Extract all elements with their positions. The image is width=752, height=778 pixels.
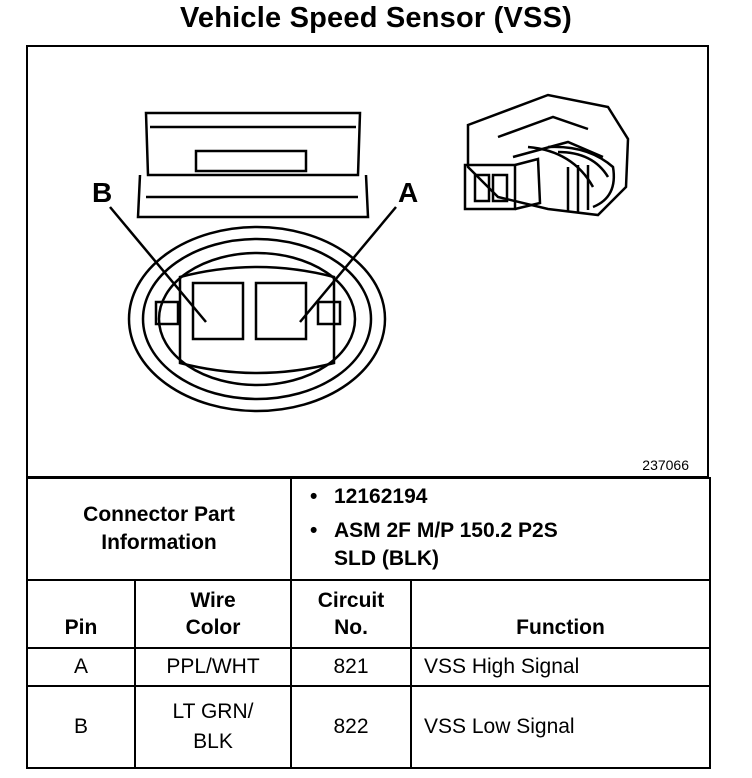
wire-color-cell: LT GRN/ BLK bbox=[134, 685, 292, 769]
table-row: A PPL/WHT 821 VSS High Signal bbox=[26, 647, 711, 687]
table-row: B LT GRN/ BLK 822 VSS Low Signal bbox=[26, 685, 711, 769]
pin-cell: B bbox=[26, 685, 136, 769]
connector-face-drawing: B A bbox=[92, 93, 630, 413]
header-circuit-no: Circuit No. bbox=[290, 579, 412, 649]
pin-table-header: Pin Wire Color Circuit No. Function bbox=[26, 579, 711, 649]
function-cell: VSS High Signal bbox=[410, 647, 711, 687]
connector-info-table: Connector Part Information 12162194 ASM … bbox=[26, 477, 711, 769]
header-function: Function bbox=[410, 579, 711, 649]
header-pin: Pin bbox=[26, 579, 136, 649]
part-number-item: 12162194 bbox=[310, 483, 709, 511]
connector-part-row: Connector Part Information 12162194 ASM … bbox=[26, 477, 711, 581]
pin-label-b: B bbox=[92, 177, 112, 208]
pin-label-a: A bbox=[398, 177, 418, 208]
page-title: Vehicle Speed Sensor (VSS) bbox=[179, 2, 572, 34]
pin-cell: A bbox=[26, 647, 136, 687]
connector-illustration: B A 237066 bbox=[26, 45, 709, 478]
figure-number: 237066 bbox=[642, 457, 689, 473]
connector-part-label: Connector Part Information bbox=[26, 477, 292, 581]
part-description-item: ASM 2F M/P 150.2 P2S SLD (BLK) bbox=[310, 517, 709, 573]
wire-color-cell: PPL/WHT bbox=[134, 647, 292, 687]
circuit-cell: 822 bbox=[290, 685, 412, 769]
connector-part-list: 12162194 ASM 2F M/P 150.2 P2S SLD (BLK) bbox=[290, 477, 711, 581]
circuit-cell: 821 bbox=[290, 647, 412, 687]
header-wire-color: Wire Color bbox=[134, 579, 292, 649]
function-cell: VSS Low Signal bbox=[410, 685, 711, 769]
